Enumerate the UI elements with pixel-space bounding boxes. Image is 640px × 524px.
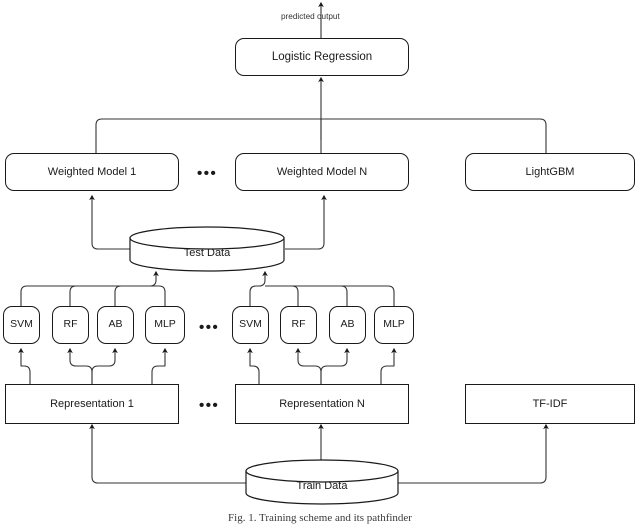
edge-g1-rf-to-bus [69,285,156,306]
ellipsis-model-row: ••• [197,165,218,182]
node-representation-n[interactable]: Representation N [235,384,409,424]
node-classifier-g1-svm[interactable]: SVM [3,306,40,344]
predicted-output-label: predicted output [281,12,340,21]
node-classifier-g1-mlp-label: MLP [154,318,176,331]
node-classifier-gn-rf[interactable]: RF [280,306,317,344]
edge-repn-to-rf [295,347,322,384]
node-lightgbm-label: LightGBM [525,165,575,178]
node-logistic-regression[interactable]: Logistic Regression [235,38,409,76]
edge-g1-svm-to-testdata [20,270,159,306]
node-weighted-model-1-label: Weighted Model 1 [47,165,137,178]
edge-g1-mlp-to-bus [156,285,166,306]
node-classifier-gn-ab-label: AB [340,318,355,331]
node-classifier-gn-ab[interactable]: AB [329,306,366,344]
edge-testdata-to-wm1 [89,194,130,250]
edge-rep1-to-svm [18,347,31,384]
edge-g1-ab-to-bus [114,285,156,306]
node-classifier-g1-rf[interactable]: RF [52,306,89,344]
node-classifier-g1-mlp[interactable]: MLP [145,306,185,344]
edge-rep1-to-ab [91,347,118,384]
node-lightgbm[interactable]: LightGBM [465,153,635,191]
node-weighted-model-1[interactable]: Weighted Model 1 [5,153,179,191]
edge-repn-to-svm [247,347,260,384]
node-classifier-gn-svm[interactable]: SVM [232,306,269,344]
node-classifier-g1-rf-label: RF [63,318,78,331]
edge-testdata-to-wmn [285,194,327,250]
edge-traindata-to-rep1 [89,423,246,484]
edge-traindata-to-tfidf [397,423,549,484]
edge-rep1-to-mlp [151,347,168,384]
edge-repn-to-ab [320,347,350,384]
node-weighted-model-n-label: Weighted Model N [276,165,368,178]
node-weighted-model-n[interactable]: Weighted Model N [235,153,409,191]
node-classifier-g1-ab[interactable]: AB [97,306,134,344]
node-classifier-gn-rf-label: RF [291,318,306,331]
ellipsis-representation-row: ••• [199,397,220,414]
node-classifier-g1-ab-label: AB [108,318,123,331]
node-representation-1-label: Representation 1 [50,397,134,410]
edge-gn-mlp-to-bus [265,285,395,306]
node-classifier-gn-mlp-label: MLP [383,318,405,331]
edge-gn-rf-to-bus [265,285,299,306]
node-tfidf-label: TF-IDF [532,397,568,410]
node-logistic-regression-label: Logistic Regression [271,50,373,63]
figure-caption: Fig. 1. Training scheme and its pathfind… [228,512,412,524]
node-representation-1[interactable]: Representation 1 [5,384,179,424]
node-representation-n-label: Representation N [279,397,365,410]
train-data-cylinder [245,459,399,505]
node-classifier-gn-svm-label: SVM [239,318,262,331]
edge-rep1-to-rf [67,347,93,384]
node-tfidf[interactable]: TF-IDF [465,384,635,424]
node-classifier-gn-mlp[interactable]: MLP [374,306,414,344]
test-data-cylinder [129,226,285,272]
edge-repn-to-mlp [380,347,397,384]
ellipsis-classifier-row: ••• [199,319,220,336]
node-classifier-g1-svm-label: SVM [10,318,33,331]
edge-gn-ab-to-bus [265,285,348,306]
edge-gn-svm-to-testdata [249,270,268,306]
